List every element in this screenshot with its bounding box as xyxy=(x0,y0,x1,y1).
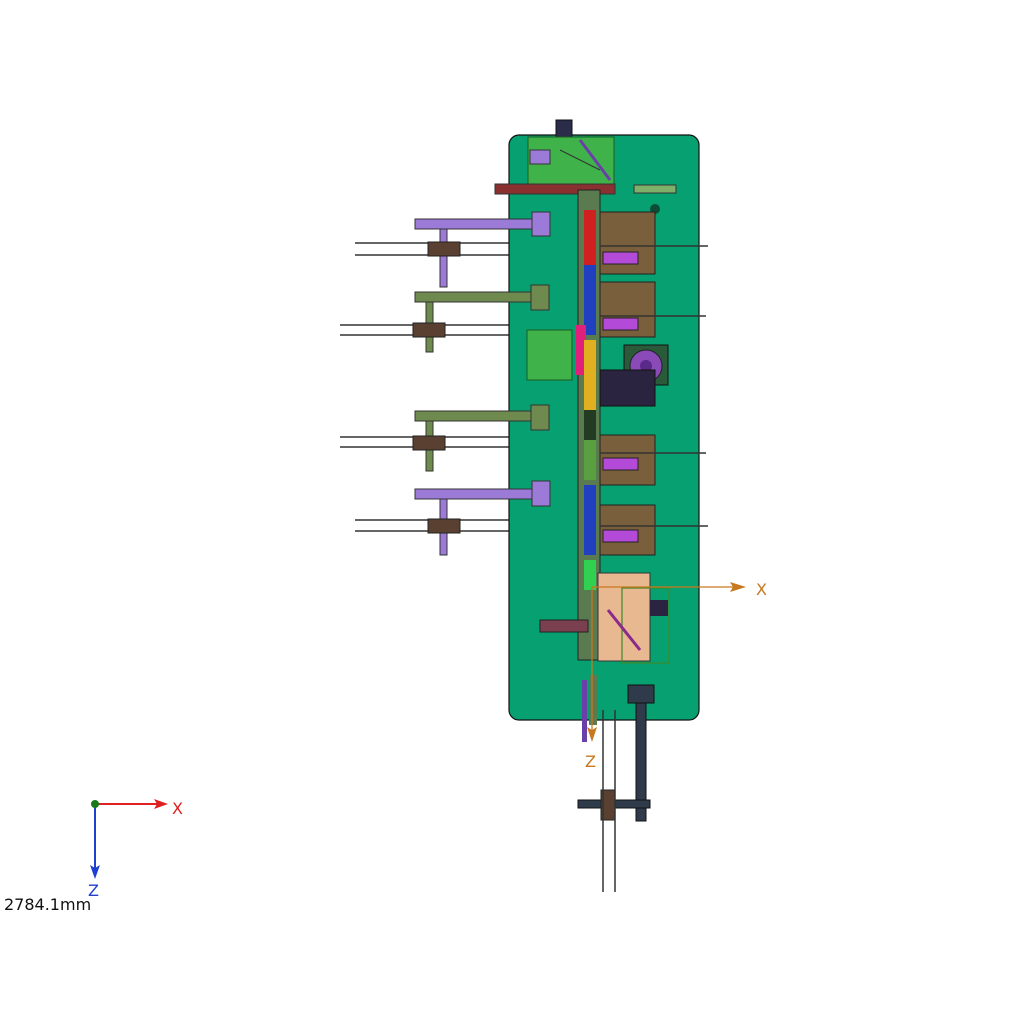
part-z-label: Z xyxy=(585,752,596,771)
station-module-3[interactable] xyxy=(599,434,706,486)
machine-assembly[interactable] xyxy=(340,119,708,892)
top-mechanism[interactable] xyxy=(494,119,677,214)
part-x-label: X xyxy=(756,580,767,599)
scale-label: 2784.1mm xyxy=(4,895,91,914)
station-module-4[interactable] xyxy=(599,504,708,556)
left-arm-4[interactable] xyxy=(414,480,551,556)
central-rail[interactable] xyxy=(576,189,601,661)
left-arm-2[interactable] xyxy=(412,284,550,353)
station-module-2[interactable] xyxy=(599,281,706,338)
triad-origin-icon xyxy=(91,800,99,808)
left-arm-1[interactable] xyxy=(414,211,551,288)
left-green-block[interactable] xyxy=(526,329,573,381)
global-x-label: X xyxy=(172,799,183,818)
left-arm-3[interactable] xyxy=(412,404,550,472)
motor-module[interactable] xyxy=(599,344,669,407)
global-coordinate-triad: X Z xyxy=(88,799,183,900)
base-plate[interactable] xyxy=(508,134,700,721)
global-z-label: Z xyxy=(88,881,99,900)
station-module-1[interactable] xyxy=(599,211,708,275)
bottom-post[interactable] xyxy=(577,675,655,892)
part-coordinate-triad: X Z xyxy=(585,580,767,771)
highlighted-part[interactable] xyxy=(539,572,670,664)
